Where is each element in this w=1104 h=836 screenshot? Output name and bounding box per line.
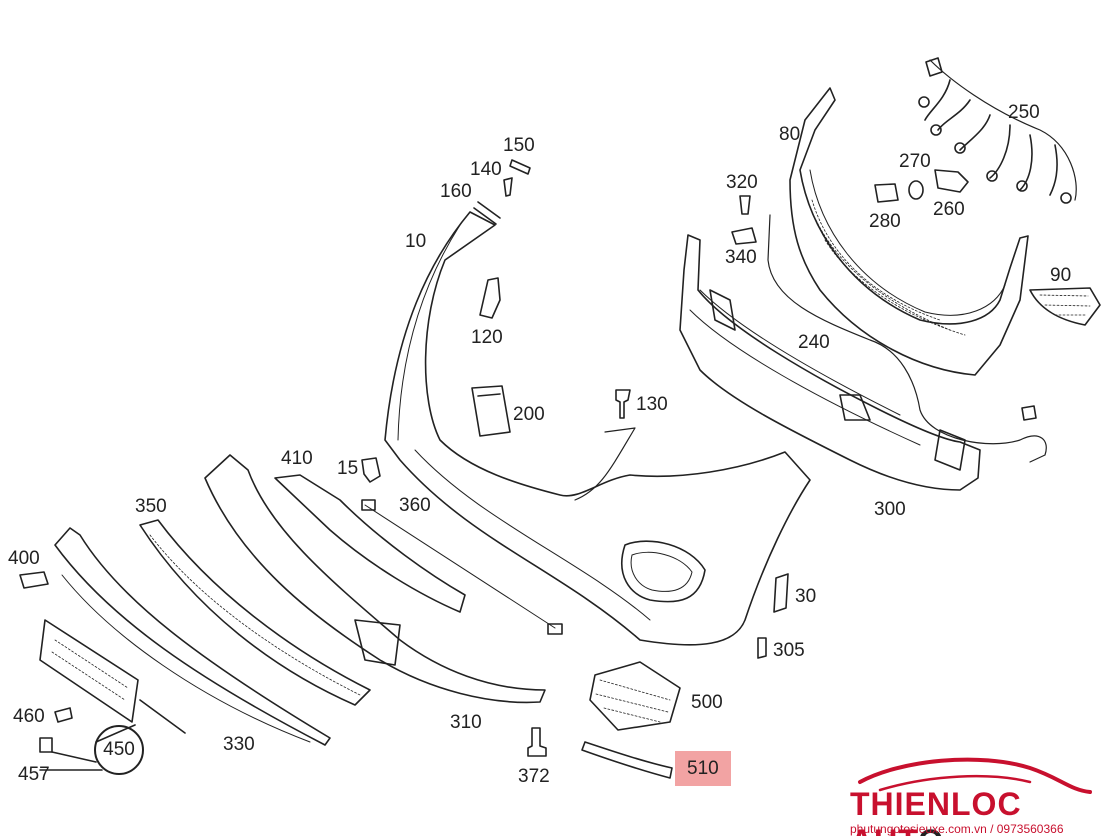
bolt-part-372 [527,727,547,757]
grille-carrier-part-80 [789,87,1029,376]
callout-330: 330 [223,734,255,755]
logo-car-swoosh [858,757,1092,794]
callout-310: 310 [450,712,482,733]
callout-120: 120 [471,327,503,348]
clip-part-400 [19,571,49,589]
screw-part-320 [739,195,751,215]
callout-460: 460 [13,706,45,727]
callout-320: 320 [726,172,758,193]
logo-text-mid: ENLOC AUT [850,786,1022,836]
nut-part-457 [39,737,53,753]
callout-280: 280 [869,211,901,232]
callout-160: 160 [440,181,472,202]
brand-logo: THIENLOC AUTO [850,786,1104,836]
holder-part-280 [874,183,899,203]
logo-text-left: THI [850,786,905,822]
callout-300: 300 [874,499,906,520]
callout-450-circle: 450 [94,725,144,775]
callout-410: 410 [281,448,313,469]
callout-270: 270 [899,151,931,172]
nut-part-340 [731,227,757,245]
lower-grille-part-350 [139,519,371,706]
trim-strip-part-330 [54,527,331,746]
callout-500: 500 [691,692,723,713]
callout-140: 140 [470,159,502,180]
ring-part-270 [908,180,924,200]
harness-part-360 [364,504,556,629]
plate-holder [39,619,139,723]
carrier-part-300 [679,234,981,491]
chrome-strip-part-510 [581,741,673,779]
harness-part-240 [767,214,1047,463]
clip-part-130 [615,389,631,419]
callout-250: 250 [1008,102,1040,123]
callout-450: 450 [103,739,135,760]
grille-insert-part-90 [1029,287,1101,326]
clip-part-15 [361,457,381,483]
lower-spoiler-part-310 [204,454,546,704]
callout-80: 80 [779,124,801,145]
deflector-part-410 [274,474,466,613]
bracket-part-120 [479,277,501,319]
callout-372: 372 [518,766,550,787]
callout-510-highlighted: 510 [675,751,731,786]
fog-grille-part-500 [589,661,681,731]
callout-400: 400 [8,548,40,569]
module-part-200 [471,385,511,437]
logo-text-ring: O [918,823,944,836]
strip-part-160 [473,201,501,225]
bolt-part-140 [503,177,513,197]
bumper-cover-part-10 [384,211,811,646]
callout-350: 350 [135,496,167,517]
cap-part-30 [773,573,789,613]
callout-130: 130 [636,394,668,415]
callout-360: 360 [399,495,431,516]
callout-150: 150 [503,135,535,156]
callout-30: 30 [795,586,817,607]
callout-90: 90 [1050,265,1072,286]
callout-340: 340 [725,247,757,268]
fastener-part-305 [757,637,767,659]
callout-305: 305 [773,640,805,661]
clip-part-150 [509,159,531,175]
callout-240: 240 [798,332,830,353]
screw-part-460 [54,707,73,723]
callout-10: 10 [405,231,427,252]
watermark-text: phutungotosieuxe.com.vn / 0973560366 [850,822,1064,836]
harness-part-250 [918,57,1077,204]
sensor-part-260 [934,169,969,193]
callout-457: 457 [18,764,50,785]
callout-200: 200 [513,404,545,425]
callout-15: 15 [337,458,359,479]
callout-260: 260 [933,199,965,220]
